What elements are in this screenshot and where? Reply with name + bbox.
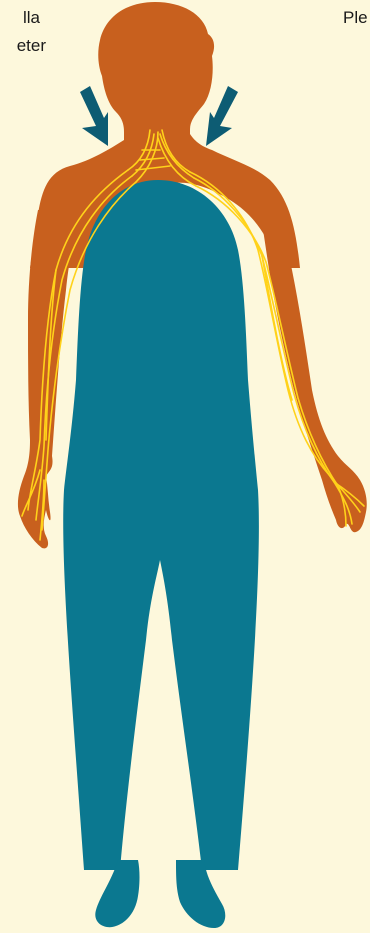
right-foot xyxy=(176,860,225,928)
down-left-arrow-icon xyxy=(206,86,238,146)
clothing xyxy=(63,180,259,928)
left-foot xyxy=(95,860,139,927)
head xyxy=(98,2,214,146)
right-arm xyxy=(258,196,367,532)
down-right-arrow-icon xyxy=(80,86,108,146)
dress xyxy=(63,180,259,870)
